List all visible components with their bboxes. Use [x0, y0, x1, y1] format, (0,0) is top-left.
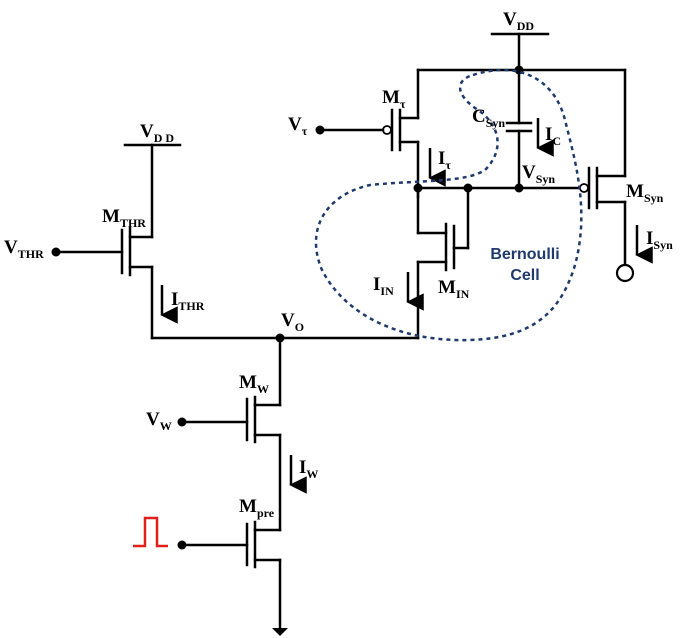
vdd-top-supply [416, 32, 627, 75]
vdd-top-label: VDD [503, 9, 534, 33]
c-syn-capacitor [505, 68, 533, 193]
m-w-label: MW [239, 372, 269, 396]
m-pre-label: Mpre [239, 496, 275, 520]
v-o-node [150, 333, 420, 343]
m-thr-label: MTHR [102, 206, 146, 230]
bernoulli-cell-subtitle: Cell [510, 267, 539, 284]
m-syn-label: MSyn [626, 181, 664, 205]
bubble-icon [579, 183, 589, 193]
v-tau-label: Vτ [288, 114, 308, 138]
m-pre-transistor [177, 520, 288, 636]
v-o-label: VO [281, 310, 304, 334]
i-tau-label: Iτ [438, 148, 451, 172]
ground-icon [272, 628, 288, 636]
i-syn-label: ISyn [646, 228, 673, 252]
i-thr-label: ITHR [171, 289, 205, 313]
c-syn-label: CSyn [472, 106, 505, 130]
bernoulli-cell-title: Bernoulli [490, 246, 559, 263]
v-syn-label: VSyn [522, 162, 555, 186]
m-tau-label: Mτ [382, 87, 406, 111]
m-syn-transistor [579, 68, 635, 283]
i-c-label: IC [545, 124, 561, 148]
output-terminal-icon [615, 263, 635, 283]
m-in-label: MIN [438, 277, 470, 301]
i-w-label: IW [299, 457, 318, 481]
m-thr-transistor [51, 143, 182, 340]
i-in-label: IIN [373, 274, 394, 298]
m-in-transistor [416, 186, 470, 340]
terminal-dot [315, 125, 325, 135]
vdd-left-label: VD D [140, 121, 174, 145]
pulse-input-icon [133, 516, 168, 548]
bernoulli-cell-outline [314, 68, 583, 342]
m-tau-transistor [315, 68, 420, 199]
v-thr-label: VTHR [4, 237, 44, 261]
current-arrows [160, 118, 653, 494]
v-w-label: VW [146, 409, 172, 433]
m-w-transistor [177, 336, 282, 532]
